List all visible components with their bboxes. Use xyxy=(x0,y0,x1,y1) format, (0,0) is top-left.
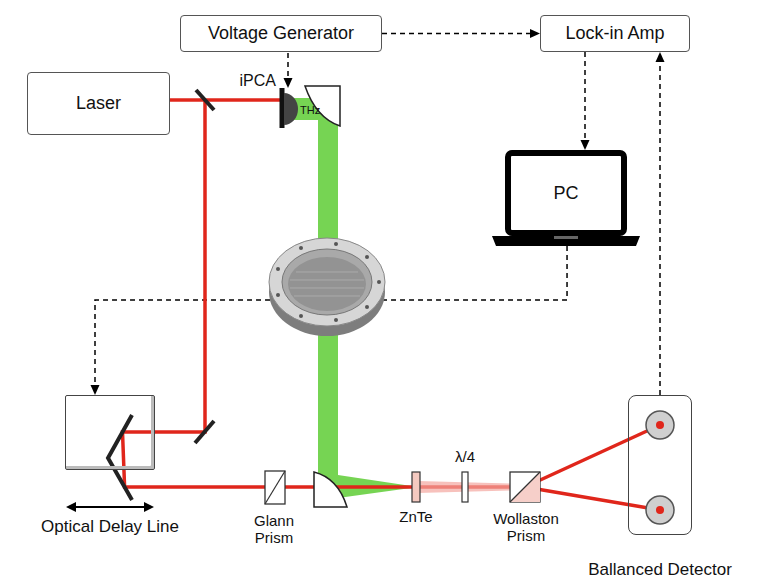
laser-beam xyxy=(525,425,660,487)
dashed-line xyxy=(382,33,532,35)
sample-chamber xyxy=(269,238,385,336)
arrowhead xyxy=(581,140,590,150)
glan-prism xyxy=(265,471,285,504)
znte-crystal xyxy=(412,472,420,502)
photodiode xyxy=(646,411,674,439)
signal-connector xyxy=(581,52,590,150)
instrument-box: Lock-in Amp xyxy=(540,15,690,52)
laser-beam xyxy=(170,98,282,102)
antenna-lens xyxy=(284,93,298,125)
thz-beam xyxy=(286,98,418,498)
wollaston-prism xyxy=(510,472,540,502)
signal-connector xyxy=(382,29,540,38)
wollaston-prism xyxy=(510,472,540,502)
arrowhead xyxy=(91,385,100,395)
glan-prism xyxy=(265,471,285,504)
probe-shade xyxy=(418,481,525,493)
beam-spot xyxy=(656,506,664,514)
quarter-wave-plate xyxy=(462,472,468,502)
bias-arrowhead xyxy=(284,78,293,88)
pc-laptop: PC xyxy=(492,150,640,246)
part-label: Glann Prism xyxy=(238,512,310,547)
retroreflector xyxy=(108,415,132,500)
dashed-line xyxy=(659,60,661,395)
signal-connector xyxy=(656,52,665,395)
mirror xyxy=(195,421,214,443)
part-caption: Ballanced Detector xyxy=(588,560,732,580)
delay-arrow xyxy=(74,506,146,508)
antenna xyxy=(280,88,285,128)
delay-arrow xyxy=(144,502,154,512)
delay-line-box: Optical Delay Line xyxy=(65,395,155,470)
laser-beam xyxy=(525,487,660,510)
beam-label: THz xyxy=(300,104,326,117)
part-label: λ/4 xyxy=(445,448,485,465)
part-label: iPCA xyxy=(226,72,276,90)
arrowhead xyxy=(656,52,665,62)
laser-box: Laser xyxy=(27,72,170,135)
box-label: Laser xyxy=(76,93,121,114)
photodiode xyxy=(646,496,674,524)
box-label: Voltage Generator xyxy=(208,23,354,44)
wollaston-prism xyxy=(510,472,540,502)
detector-box: Ballanced Detector xyxy=(628,395,692,535)
beam-splitter xyxy=(196,90,214,110)
parabolic-mirror xyxy=(314,472,347,507)
box-label: PC xyxy=(553,183,578,204)
beam-spot xyxy=(656,421,664,429)
part-label: ZnTe xyxy=(391,508,441,525)
dashed-line xyxy=(584,52,586,142)
laser-beam xyxy=(123,100,526,487)
delay-arrow xyxy=(66,502,76,512)
part-label: Wollaston Prism xyxy=(487,510,565,545)
instrument-box: Voltage Generator xyxy=(180,15,382,52)
bias-line xyxy=(287,53,289,80)
box-label: Lock-in Amp xyxy=(565,23,664,44)
part-caption: Optical Delay Line xyxy=(41,517,179,537)
arrowhead xyxy=(530,29,540,38)
